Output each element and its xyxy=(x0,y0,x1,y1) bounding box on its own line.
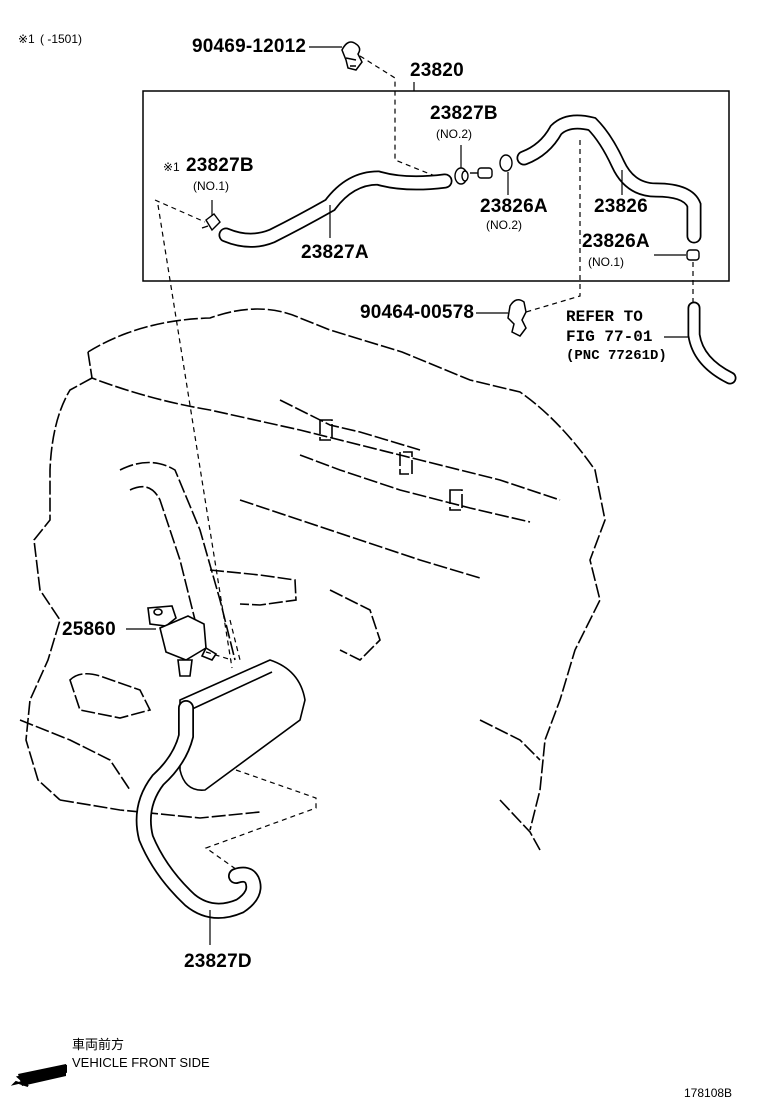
label-clip-top: 90469-12012 xyxy=(192,36,307,57)
note-mark: ※1 xyxy=(18,32,35,46)
label-reference-line3: (PNC 77261D) xyxy=(566,348,667,364)
clamp-no2-icon xyxy=(454,167,469,185)
direction-label-en: VEHICLE FRONT SIDE xyxy=(72,1055,210,1070)
label-hose-b-no1: 23827B xyxy=(186,155,254,176)
label-joint-no1-sub: (NO.1) xyxy=(588,255,624,269)
arrow-front-icon xyxy=(10,1064,67,1087)
label-hose-b-no2-sub: (NO.2) xyxy=(436,127,472,141)
note-range: ( -1501) xyxy=(40,32,83,46)
label-joint-no2: 23826A xyxy=(480,196,548,217)
engine-outline xyxy=(19,308,606,851)
figure-id: 178108B xyxy=(684,1086,733,1100)
dashed-valve xyxy=(205,619,241,661)
label-hose-b-no2: 23827B xyxy=(430,103,498,124)
valve-25860-icon xyxy=(147,605,218,677)
label-hose-b-no1-mark: ※1 xyxy=(163,160,180,174)
joint-no1-icon xyxy=(686,249,700,261)
label-hose-b-no1-sub: (NO.1) xyxy=(193,179,229,193)
label-valve: 25860 xyxy=(62,619,116,640)
label-joint-no2-sub: (NO.2) xyxy=(486,218,522,232)
label-assembly: 23820 xyxy=(410,60,464,81)
label-joint-no1: 23826A xyxy=(582,231,650,252)
clamp-no1-icon xyxy=(201,213,221,232)
direction-label-jp: 車両前方 xyxy=(72,1037,125,1052)
clip-top-icon xyxy=(341,41,363,71)
canister-icon xyxy=(179,659,306,791)
assembly-box xyxy=(142,90,730,282)
dashed-canister xyxy=(204,769,317,873)
dashed-clip-mid xyxy=(525,140,581,313)
label-reference-line2: FIG 77-01 xyxy=(566,328,653,346)
label-clip-mid: 90464-00578 xyxy=(360,302,475,323)
label-hose-d: 23827D xyxy=(184,951,252,972)
label-hose-main: 23826 xyxy=(594,196,648,217)
dashed-clip-top xyxy=(359,55,441,179)
joint-no2-icon xyxy=(470,154,513,179)
clip-mid-icon xyxy=(507,299,527,337)
label-reference-line1: REFER TO xyxy=(566,308,643,326)
label-hose-a: 23827A xyxy=(301,242,369,263)
dashed-clamp-no1 xyxy=(154,199,233,669)
